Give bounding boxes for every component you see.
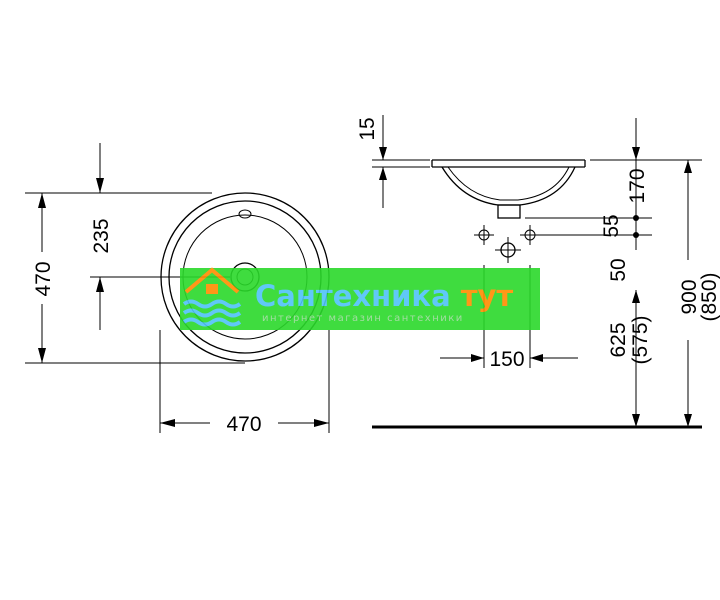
arrow-width-right bbox=[314, 419, 329, 427]
dim-tap-spacing-label: 55 bbox=[600, 214, 623, 237]
arrow-drain-top bbox=[96, 178, 104, 193]
side-view: 15 170 55 50 625 (575) 900 (850) 150 bbox=[356, 115, 720, 429]
watermark: Сантехника тут интернет магазин сантехник… bbox=[180, 267, 540, 330]
arrow-drain-bottom bbox=[96, 277, 104, 292]
drain-outlet bbox=[497, 204, 521, 219]
arrow-depth-bottom bbox=[38, 348, 46, 363]
dim-rim-height-alt-label: (850) bbox=[698, 272, 720, 321]
watermark-subtitle: интернет магазин сантехники bbox=[262, 313, 464, 324]
arrow-width-left bbox=[160, 419, 175, 427]
dim-waste-height-label: 625 bbox=[607, 322, 630, 357]
dim-rim-label: 15 bbox=[356, 117, 379, 140]
dim-rim-height-label: 900 bbox=[678, 279, 701, 314]
watermark-title-word2: тут bbox=[461, 279, 514, 313]
watermark-banner bbox=[180, 268, 540, 330]
watermark-title: Сантехника тут bbox=[255, 279, 513, 313]
dim-drain-offset-label: 235 bbox=[90, 218, 113, 253]
dim-bowl-depth-label: 170 bbox=[626, 168, 649, 203]
plan-view: 470 235 470 bbox=[25, 143, 330, 436]
dim-waste-height-alt-label: (575) bbox=[629, 315, 652, 364]
dim-waste-width-label: 150 bbox=[489, 348, 524, 371]
dim-drain-gap-label: 50 bbox=[607, 258, 630, 281]
overflow-hole bbox=[238, 209, 252, 219]
dim-depth-label: 470 bbox=[32, 261, 55, 296]
basin-bowl-inner bbox=[447, 166, 570, 201]
watermark-title-word1: Сантехника bbox=[255, 279, 451, 313]
arrow-depth-top bbox=[38, 193, 46, 208]
dim-width-label: 470 bbox=[226, 413, 261, 436]
house-waves-logo-icon bbox=[182, 267, 242, 327]
